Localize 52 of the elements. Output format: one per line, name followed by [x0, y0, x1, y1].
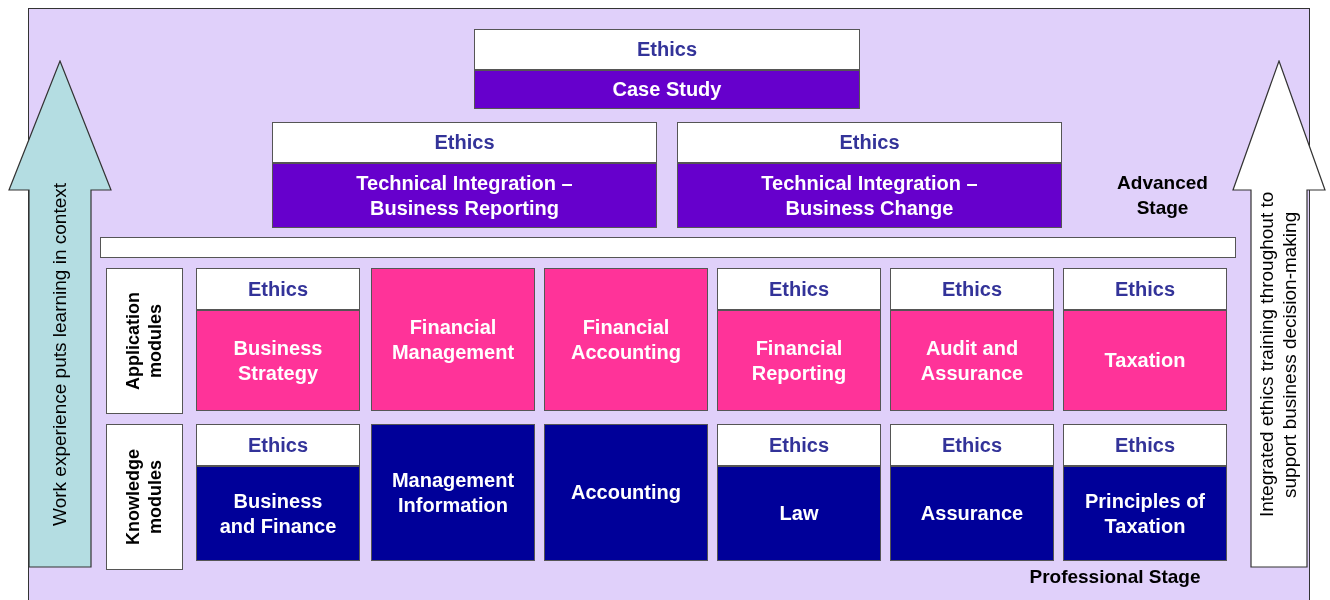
module-title: Technical Integration – Business Reporting: [355, 170, 574, 221]
arrow-label: Integrated ethics training throughout to support business decision-making: [1256, 190, 1301, 519]
ethics-heading: Ethics: [717, 424, 881, 466]
ethics-heading: Ethics: [1063, 268, 1227, 310]
ethics-heading: Ethics: [890, 268, 1054, 310]
up-arrow: [8, 60, 112, 568]
module-box: [677, 122, 1062, 228]
module-title: Technical Integration – Business Change: [760, 170, 979, 221]
ethics-heading: Ethics: [272, 122, 657, 163]
module-box: [717, 268, 881, 411]
module-title: Accounting: [571, 480, 681, 505]
module-box: [717, 424, 881, 561]
module-title: Principles of Taxation: [1084, 488, 1206, 539]
up-arrow: [1232, 60, 1326, 568]
module-box: [196, 424, 360, 561]
stage-label: Advanced Stage: [1116, 171, 1209, 220]
module-title: Financial Reporting: [750, 335, 848, 386]
module-title: Financial Accounting: [570, 314, 682, 365]
module-box: [1063, 424, 1227, 561]
row-label: Application modules: [122, 291, 166, 392]
module-title: Business and Finance: [218, 488, 338, 539]
module-box: [890, 268, 1054, 411]
ethics-heading: Ethics: [196, 424, 360, 466]
module-title: Audit and Assurance: [919, 335, 1025, 386]
module-title: Assurance: [920, 501, 1024, 526]
ethics-heading: Ethics: [1063, 424, 1227, 466]
module-box: [272, 122, 657, 228]
ethics-heading: Ethics: [717, 268, 881, 310]
divider-band: [100, 237, 1236, 258]
module-title: Taxation: [1104, 348, 1186, 373]
module-box: [890, 424, 1054, 561]
module-box: [371, 424, 535, 561]
module-box: [1063, 268, 1227, 411]
ethics-heading: Ethics: [196, 268, 360, 310]
stage-label: Professional Stage: [1028, 565, 1202, 589]
ethics-heading: Ethics: [474, 29, 860, 70]
module-title: Financial Management: [390, 314, 516, 365]
module-box: [474, 29, 860, 109]
row-label-box: [106, 268, 183, 414]
module-box: [544, 268, 708, 411]
module-box: [196, 268, 360, 411]
ethics-heading: Ethics: [677, 122, 1062, 163]
module-box: [371, 268, 535, 411]
module-title: Business Strategy: [232, 335, 324, 386]
module-box: [544, 424, 708, 561]
ethics-heading: Ethics: [890, 424, 1054, 466]
module-title: Management Information: [390, 467, 516, 518]
row-label: Knowledge modules: [122, 448, 166, 547]
row-label-box: [106, 424, 183, 570]
arrow-label: Work experience puts learning in context: [48, 182, 71, 526]
module-title: Case Study: [612, 77, 722, 102]
module-title: Law: [779, 501, 819, 526]
